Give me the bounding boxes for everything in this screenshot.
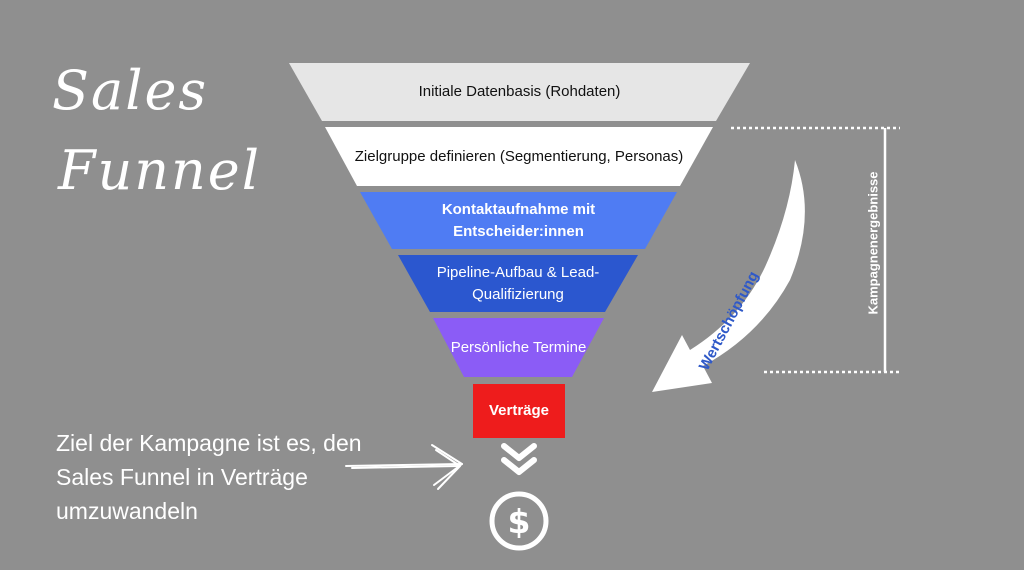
funnel-stage-4: [398, 255, 638, 312]
funnel-stage-label-5: Persönliche Termine: [450, 338, 587, 356]
funnel-stage-label-4: Pipeline-Aufbau & Lead-Qualifizierung: [436, 263, 600, 303]
funnel-stage-5: [433, 318, 604, 377]
funnel-stage-1: [289, 63, 750, 121]
goal-text: Ziel der Kampagne ist es, den Sales Funn…: [56, 430, 362, 525]
dollar-coin-icon: $: [489, 491, 549, 551]
bracket-label: Kampagnenergebnisse: [865, 171, 881, 315]
value-creation-arrow: [652, 160, 805, 392]
title-line-2: Funnel: [58, 139, 262, 202]
funnel-stage-label-2: Zielgruppe definieren (Segmentierung, Pe…: [354, 147, 684, 165]
title-line-1: Sales: [52, 59, 209, 122]
svg-text:$: $: [508, 502, 531, 541]
funnel-final-label: Verträge: [488, 402, 550, 420]
funnel-stage-3: [360, 192, 677, 249]
double-chevron-down-icon: [501, 443, 537, 475]
funnel-stage-2: [325, 127, 713, 186]
funnel-stage-label-3: Kontaktaufnahme mit Entscheider:innen: [441, 200, 596, 240]
hand-drawn-arrow-icon: [345, 444, 463, 490]
funnel-stage-label-1: Initiale Datenbasis (Rohdaten): [418, 83, 621, 101]
funnel-final-box: [473, 384, 565, 438]
campaign-results-bracket: [731, 126, 900, 374]
